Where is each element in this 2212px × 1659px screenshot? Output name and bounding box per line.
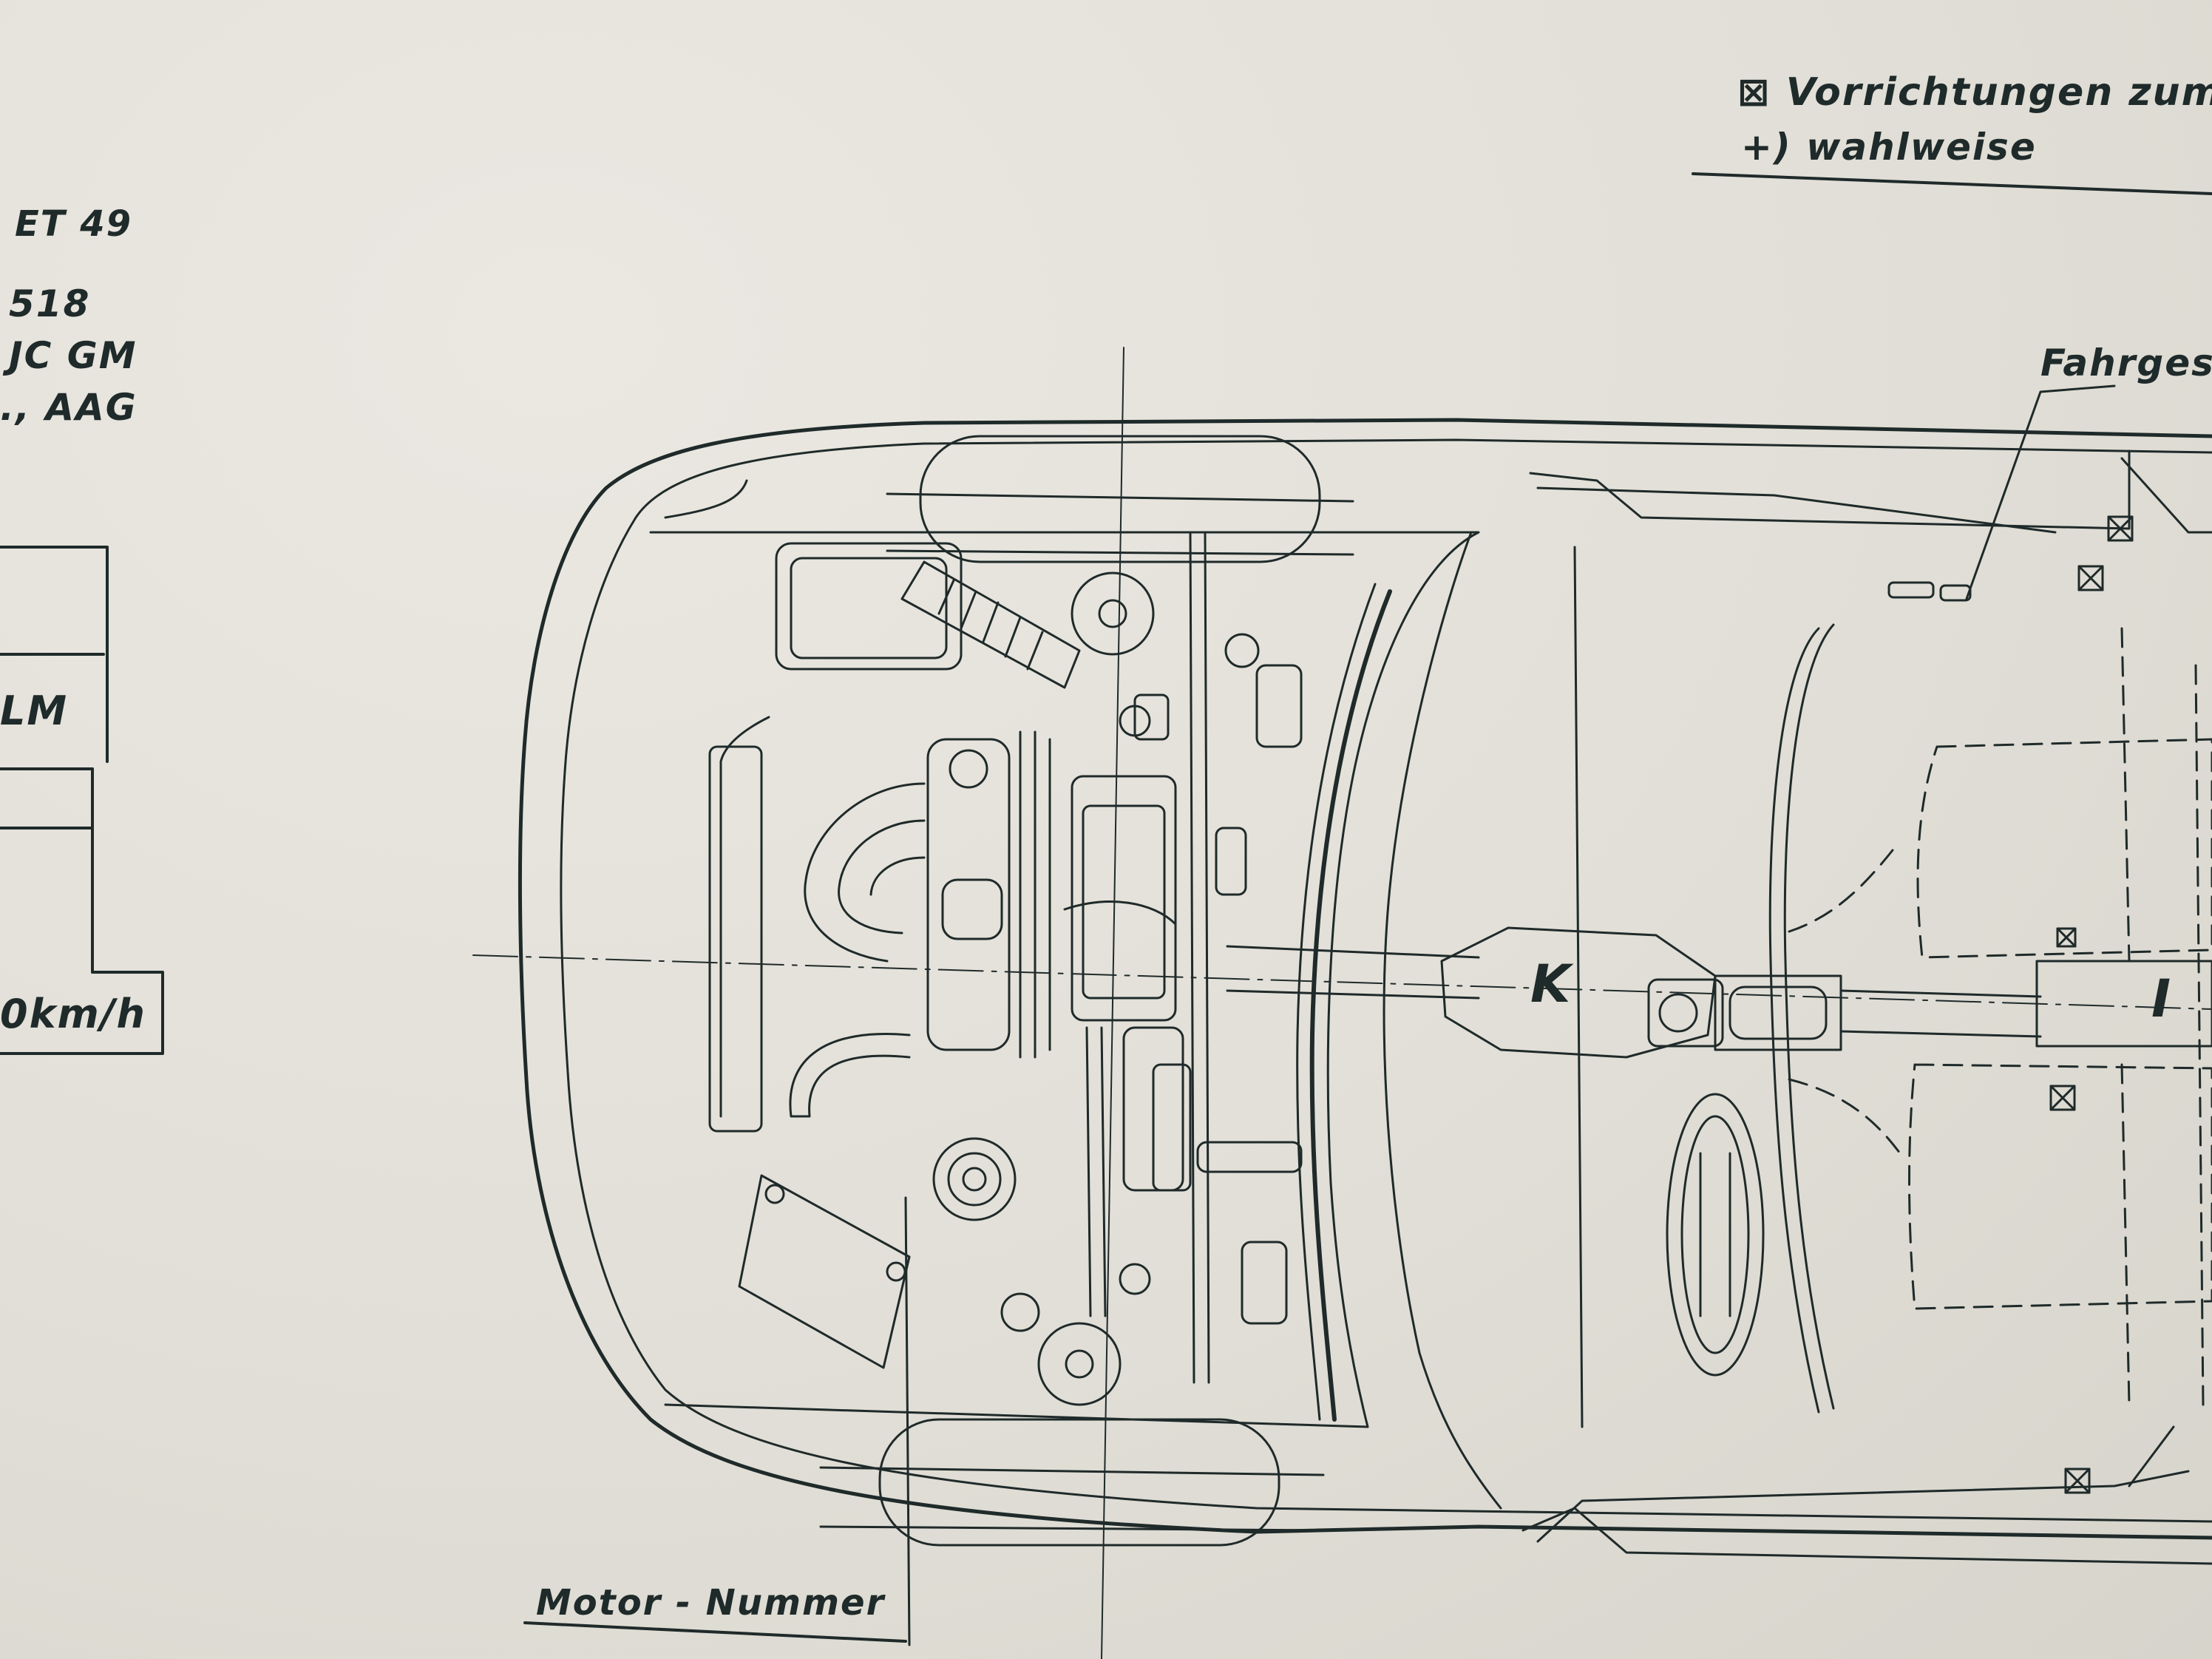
alternator	[934, 1139, 1015, 1220]
table-cell-speed: 0km/h	[0, 991, 146, 1037]
body-outline	[520, 420, 2212, 1538]
dashboard	[1770, 628, 1819, 1412]
radiator	[710, 717, 769, 1131]
wheel-front-left	[887, 436, 1353, 562]
wiper	[1312, 591, 1390, 1419]
steering-wheel	[1667, 1094, 1763, 1375]
brake-servo	[1072, 573, 1153, 654]
left-line-1: 518	[9, 282, 91, 325]
legend-line-1: ⊠ Vorrichtungen zum	[1737, 70, 2212, 115]
transmission-tunnel	[1227, 928, 2212, 1057]
table-cell-lm: LM	[0, 688, 69, 734]
code-label: ET 49	[15, 203, 133, 245]
body-inner-outline	[561, 440, 2212, 1521]
chassis-number-leader	[1889, 386, 2114, 600]
left-table-frame	[0, 547, 163, 1054]
battery-box	[776, 543, 961, 669]
engine-number-leader	[525, 1198, 909, 1645]
legend-text-1: Vorrichtungen zum	[1785, 70, 2212, 115]
mounting-symbols	[2051, 517, 2132, 1493]
exhaust-pipe	[790, 1034, 909, 1116]
engine-block	[928, 695, 1175, 1057]
engine-number-label: Motor - Nummer	[536, 1582, 886, 1624]
hood-line	[651, 532, 1479, 1427]
legend-symbol-icon: ⊠	[1737, 70, 1771, 115]
catalyst-k-housing	[1442, 928, 1715, 1057]
small-reservoir	[1002, 1294, 1039, 1331]
air-intake-duct	[902, 562, 1079, 688]
longitudinal-centerline	[473, 955, 2212, 1009]
wheel-front-right	[821, 1419, 1323, 1545]
lower-bracket	[739, 1175, 909, 1368]
exhaust-manifold	[805, 784, 924, 961]
marker-i: I	[2151, 968, 2173, 1029]
firewall	[1384, 532, 1501, 1508]
rear-seat	[2196, 665, 2203, 1405]
steering-rods	[1087, 532, 1209, 1382]
small-fittings	[1120, 634, 1301, 1323]
chassis-label: Fahrgest	[2040, 342, 2212, 384]
lower-servo	[1039, 1323, 1120, 1405]
door-pillars	[1523, 451, 2212, 1564]
legend-line-2: +) wahlweise	[1741, 126, 2037, 169]
front-seat-right	[1789, 1065, 2212, 1405]
legend-underline	[1693, 174, 2212, 194]
front-axle-centerline	[1102, 347, 1124, 1659]
left-line-2: JC GM	[9, 334, 138, 377]
marker-k: K	[1530, 954, 1573, 1014]
front-seat-left	[1789, 628, 2212, 961]
left-line-3: ., AAG	[0, 386, 138, 429]
